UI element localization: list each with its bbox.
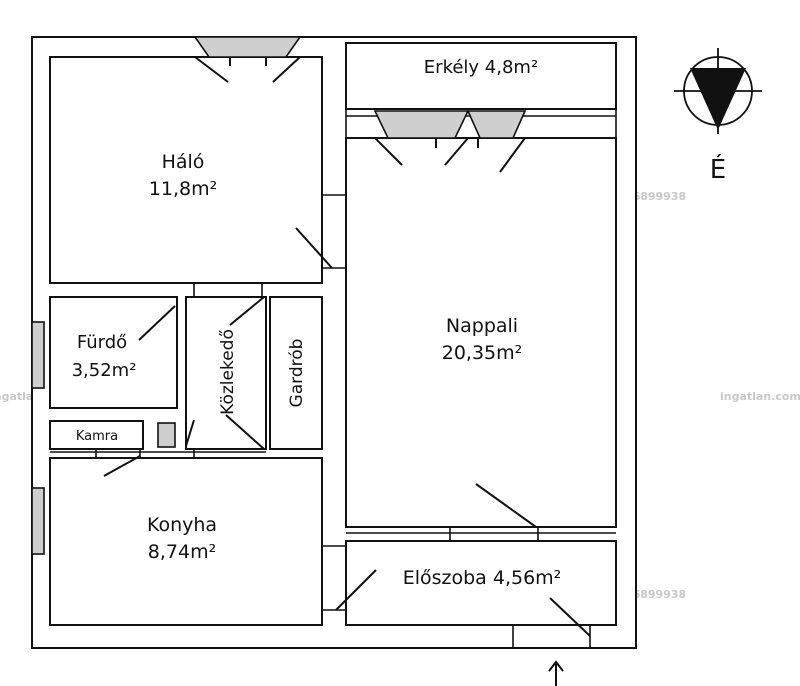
room-name: Konyha: [147, 514, 217, 536]
shaft: [157, 422, 176, 448]
window-swing: [444, 137, 469, 166]
room-konyha: [49, 457, 323, 626]
room-gardrob: [269, 296, 323, 450]
room-erkely: [345, 42, 617, 110]
room-kozlekedo: [185, 296, 267, 450]
compass-icon: [674, 48, 762, 134]
window: [31, 487, 45, 555]
room-area: 20,35m²: [442, 342, 523, 364]
room-area: 3,52m²: [72, 360, 137, 381]
room-name: Háló: [162, 151, 205, 173]
room-nappali: [345, 137, 617, 528]
room-label: Gardrób: [287, 339, 307, 408]
room-name: Fürdő: [77, 332, 127, 353]
door-swing: [295, 227, 333, 269]
entrance-arrow: [548, 660, 564, 672]
room-area: 11,8m²: [149, 178, 217, 200]
door-swing: [335, 569, 377, 611]
window: [31, 321, 45, 389]
watermark: ingatlan.com/36899938: [720, 390, 800, 403]
room-furdo: [49, 296, 178, 409]
door-swing: [225, 414, 265, 450]
room-label: Előszoba 4,56m²: [403, 567, 562, 589]
window-swing: [374, 137, 403, 166]
door-swing: [549, 597, 591, 637]
window: [373, 110, 470, 139]
room-halo: [49, 56, 323, 284]
window-swing: [499, 137, 526, 173]
door-swing: [229, 296, 265, 326]
window: [193, 36, 302, 58]
door-swing: [475, 483, 537, 528]
room-label: Közlekedő: [218, 329, 238, 415]
window: [466, 110, 527, 139]
door-swing: [138, 305, 176, 341]
room-label: Erkély 4,8m²: [424, 57, 538, 78]
room-name: Nappali: [446, 315, 518, 337]
door-swing: [185, 419, 195, 447]
window-swing: [194, 56, 229, 83]
room-area: 8,74m²: [148, 541, 216, 563]
room-kamra: [49, 420, 144, 450]
window-swing: [272, 56, 301, 83]
compass-north-label: É: [710, 153, 726, 185]
door-swing: [103, 455, 141, 477]
room-eloszoba: [345, 540, 617, 626]
room-label: Kamra: [76, 429, 118, 444]
